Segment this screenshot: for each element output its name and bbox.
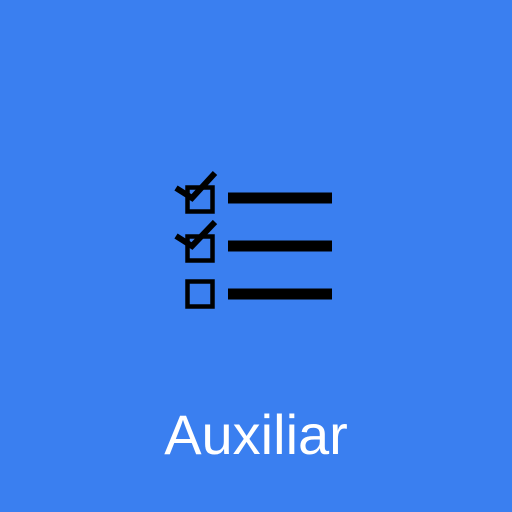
tile-label: Auxiliar — [164, 403, 348, 466]
checkmark-1 — [174, 170, 218, 202]
checkbox-empty — [185, 279, 215, 309]
checkmark-2 — [174, 219, 218, 250]
